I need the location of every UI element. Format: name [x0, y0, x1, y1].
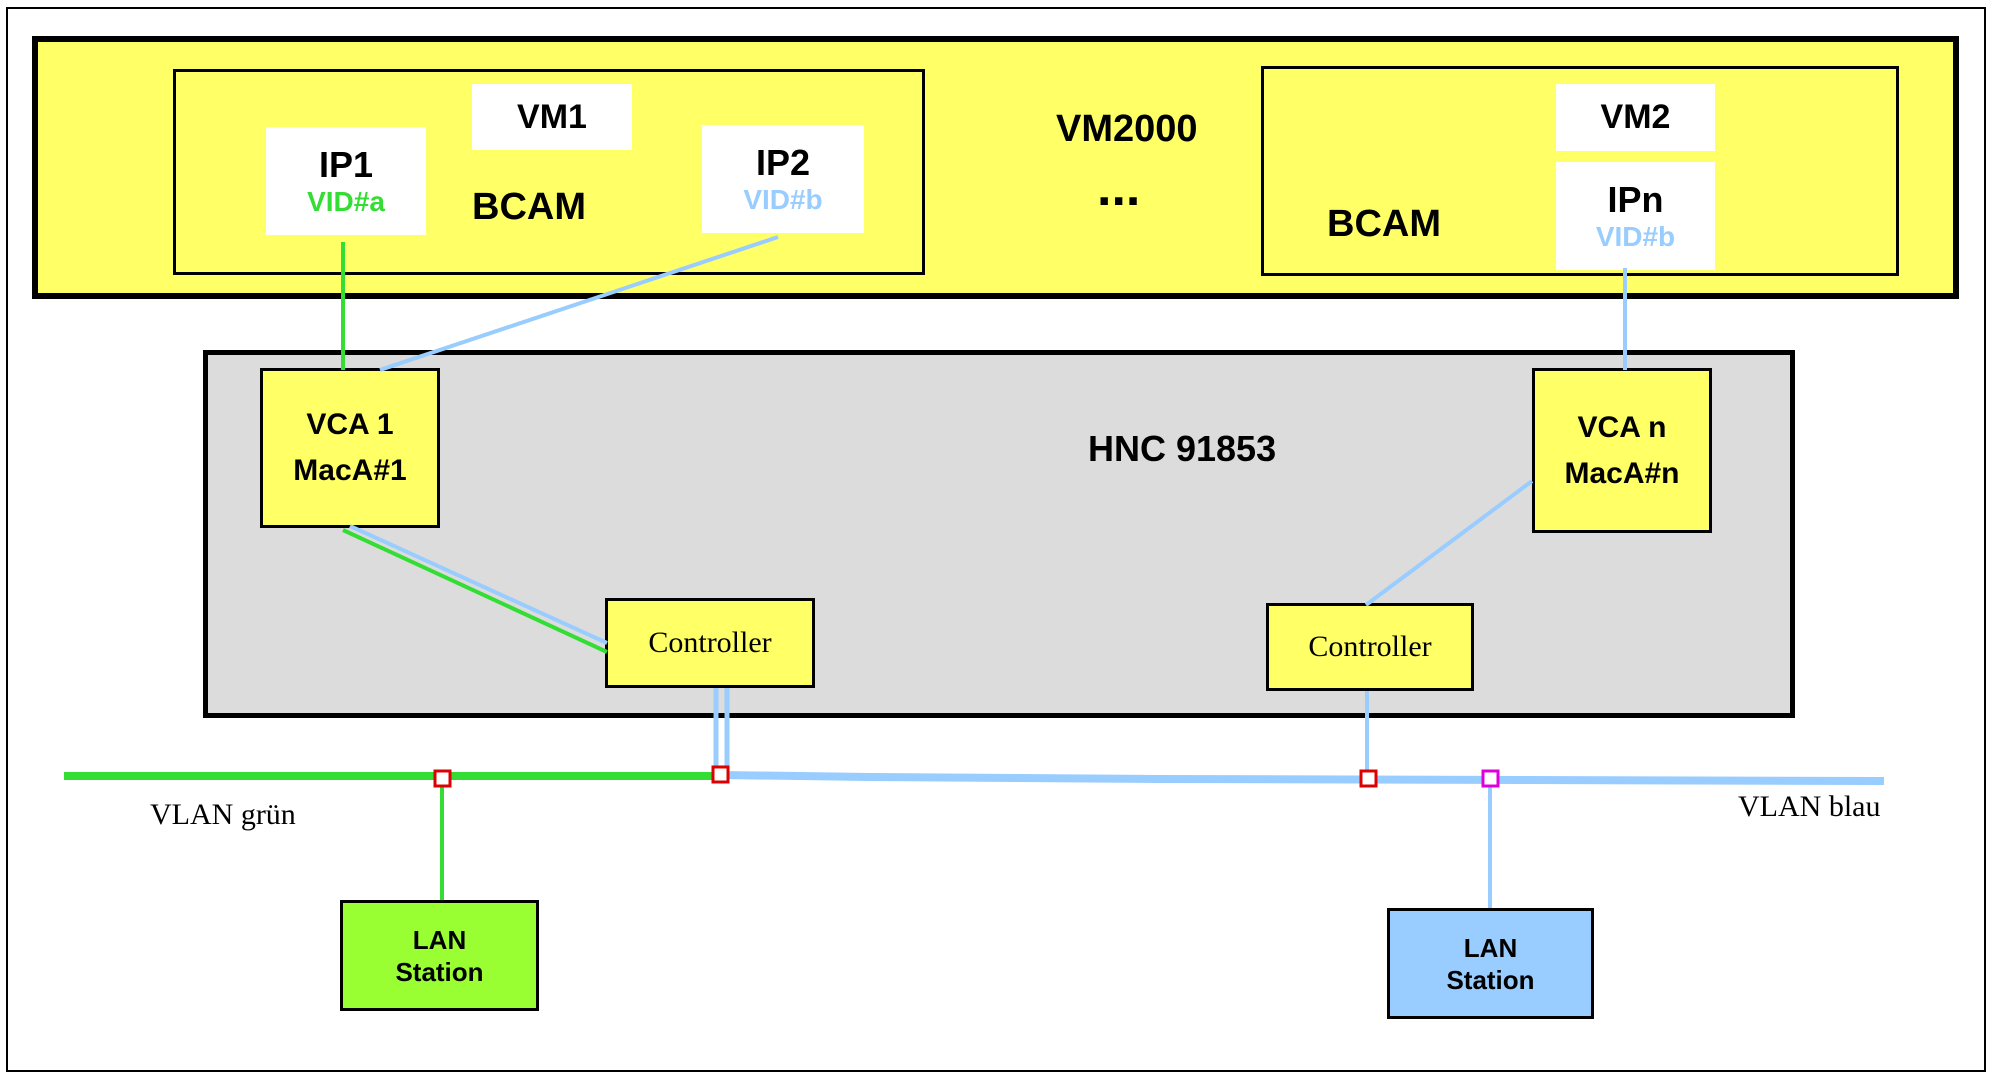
vca1-box: VCA 1 MacA#1 — [260, 368, 440, 528]
link-vcan-controller — [1364, 479, 1534, 607]
lan-station-blue: LAN Station — [1387, 908, 1594, 1019]
vm2-label: VM2 — [1556, 84, 1715, 151]
vca1-label: VCA 1 — [306, 408, 394, 441]
vm2-box — [1261, 66, 1899, 276]
link-vca1-controller-blue — [349, 524, 608, 645]
vlan-green-label: VLAN grün — [150, 798, 296, 831]
port-controller-right — [1359, 769, 1378, 788]
vm1-label-text: VM1 — [517, 97, 587, 136]
vcan-mac: MacA#n — [1564, 456, 1680, 490]
ip2-vid: VID#b — [743, 184, 823, 215]
ip1-label: IP1 — [318, 144, 374, 185]
ip2-box: IP2 VID#b — [702, 125, 864, 233]
port-controller-left — [711, 765, 730, 784]
vm2-bcam-label: BCAM — [1327, 203, 1441, 245]
vcan-box: VCA n MacA#n — [1532, 368, 1712, 533]
vcan-label: VCA n — [1577, 410, 1667, 444]
vlan-blue-line — [719, 771, 1885, 785]
lan-green-line2: Station — [395, 956, 484, 987]
lan-station-green: LAN Station — [340, 900, 539, 1011]
vca1-mac: MacA#1 — [293, 454, 407, 487]
port-lan-green — [433, 769, 452, 788]
vm1-bcam-label: BCAM — [472, 186, 586, 228]
ip1-box: IP1 VID#a — [266, 127, 426, 235]
controller-right-label: Controller — [1308, 630, 1432, 663]
ip1-vid: VID#a — [307, 186, 385, 217]
ipn-box: IPn VID#b — [1556, 162, 1715, 270]
hnc-label: HNC 91853 — [1088, 428, 1277, 469]
link-vca1-controller-green — [342, 528, 608, 654]
vm1-label: VM1 — [472, 84, 632, 150]
vm2000-ellipsis: ... — [1097, 159, 1141, 217]
vm2-label-text: VM2 — [1600, 98, 1671, 136]
lan-green-line1: LAN — [412, 924, 467, 955]
controller-left-label: Controller — [648, 626, 772, 659]
link-ip2-vca1 — [379, 235, 779, 372]
controller-left: Controller — [605, 598, 815, 688]
vlan-blue-label: VLAN blau — [1738, 790, 1881, 823]
outer-frame — [6, 7, 1986, 1072]
port-lan-blue — [1481, 769, 1500, 788]
ipn-vid: VID#b — [1595, 221, 1676, 252]
vm1-box — [173, 69, 925, 275]
lan-blue-line1: LAN — [1463, 932, 1518, 963]
hnc-box — [203, 350, 1795, 718]
lan-blue-line2: Station — [1446, 964, 1535, 995]
ipn-label: IPn — [1607, 179, 1664, 220]
ip2-label: IP2 — [755, 142, 811, 183]
vm2000-label: VM2000 — [1056, 108, 1198, 150]
